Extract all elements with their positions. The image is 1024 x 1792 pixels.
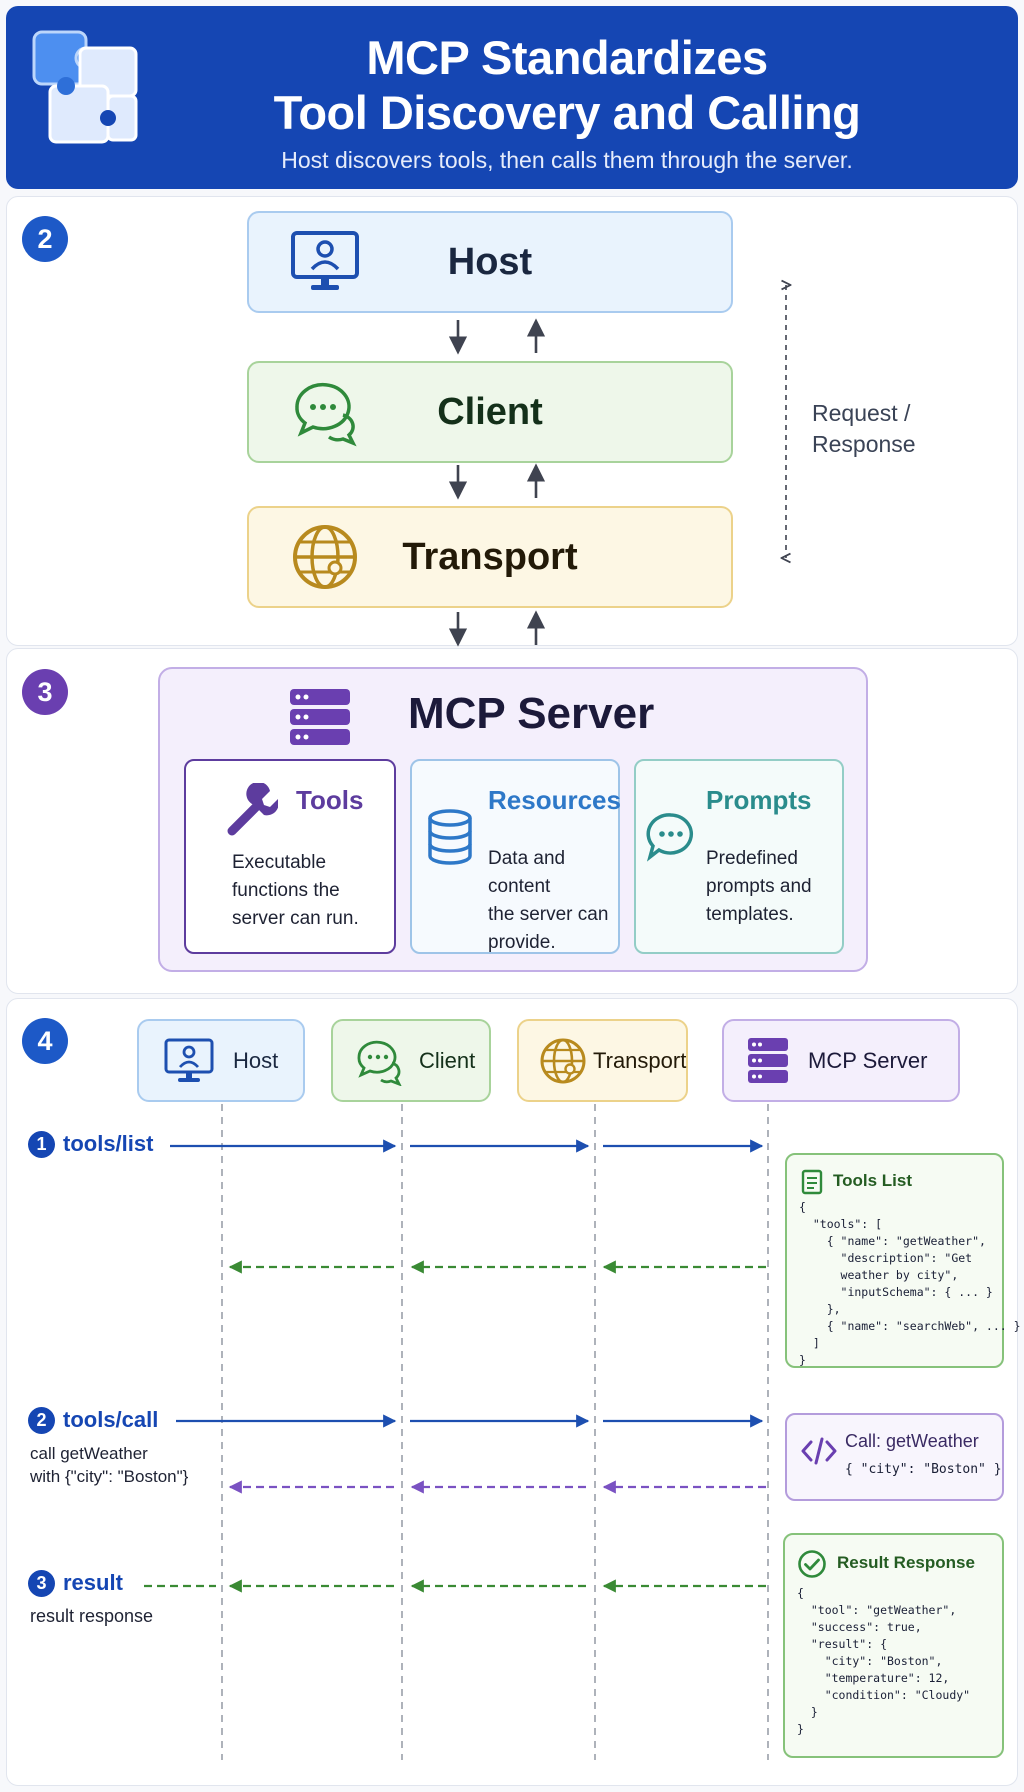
page-subtitle: Host discovers tools, then calls them th… [281,147,853,173]
server-stack-icon [748,1038,788,1083]
layer-client: Client [247,361,733,463]
actor-mcp-server-label: MCP Server [808,1048,928,1073]
document-icon [801,1169,823,1195]
layer-transport: Transport [247,506,733,608]
step-2-label: 2 tools/call [28,1406,158,1434]
stack-arrows [448,318,546,647]
chat-bubble-icon [646,813,694,862]
layer-host-label: Host [447,241,533,283]
header-banner: MCP Standardizes Tool Discovery and Call… [6,6,1018,189]
checkmark-circle-icon [798,1550,826,1578]
monitor-user-icon [164,1038,214,1082]
call-box-title: Call: getWeather [845,1431,979,1451]
code-icon [801,1437,837,1465]
mcp-server-box: MCP Server Tools Executable functions th… [158,667,868,972]
section-3-badge: 3 [22,669,68,715]
wrench-icon [227,783,278,836]
section-2-badge: 2 [22,216,68,262]
puzzle-icon [32,30,138,144]
step-1-label: 1 tools/list [28,1130,153,1158]
actor-host: Host [137,1019,305,1102]
chat-bubbles-icon [295,382,357,447]
resources-card-desc: Data and content the server can provide. [488,848,609,953]
resources-card-title: Resources [488,785,621,815]
mcp-server-title: MCP Server [408,689,655,738]
actor-client: Client [331,1019,491,1102]
server-stack-icon [290,689,350,745]
globe-icon [293,525,357,589]
title-line-1: MCP Standardizes [366,31,768,84]
step-3-number: 3 [28,1569,55,1597]
tools-list-box: Tools List { "tools": [ { "name": "getWe… [785,1153,1021,1368]
step-2-note: call getWeather with {"city": "Boston"} [30,1444,189,1486]
database-icon [428,809,472,865]
tools-list-code: { "tools": [ { "name": "getWeather", "de… [799,1200,1021,1367]
request-response-label: Request / Response [812,400,916,457]
tools-card-desc: Executable functions the server can run. [232,852,359,929]
layer-host: Host [247,211,733,313]
actor-transport: Transport [517,1019,688,1102]
result-response-box: Result Response { "tool": "getWeather", … [783,1533,1004,1758]
prompts-card-desc: Predefined prompts and templates. [706,848,812,925]
step-1-number: 1 [28,1130,55,1158]
step-3-label: 3 result [28,1569,123,1597]
prompts-card: Prompts Predefined prompts and templates… [634,759,844,954]
prompts-card-title: Prompts [706,785,812,815]
section-4-badge: 4 [22,1018,68,1064]
tools-card: Tools Executable functions the server ca… [184,759,396,954]
page-title: MCP Standardizes Tool Discovery and Call… [156,30,978,140]
step-2-text: tools/call [63,1407,159,1433]
title-line-2: Tool Discovery and Calling [273,86,861,139]
tools-list-title: Tools List [833,1171,913,1190]
result-response-code: { "tool": "getWeather", "success": true,… [797,1586,971,1736]
actor-transport-label: Transport [593,1048,687,1073]
step-3-note: result response [30,1606,154,1626]
tools-card-title: Tools [296,785,364,815]
result-response-title: Result Response [837,1553,975,1572]
actor-host-label: Host [233,1048,279,1073]
step-1-text: tools/list [63,1131,154,1157]
lifelines [221,1104,769,1760]
actor-client-label: Client [419,1048,476,1073]
layer-client-label: Client [437,391,543,433]
monitor-user-icon [291,231,359,290]
call-box: Call: getWeather { "city": "Boston" } [785,1413,1004,1501]
step-2-number: 2 [28,1406,55,1434]
globe-icon [540,1038,586,1084]
call-box-code: { "city": "Boston" } [845,1462,1002,1477]
actor-mcp-server: MCP Server [722,1019,960,1102]
step-3-text: result [63,1570,123,1596]
chat-bubbles-icon [357,1040,402,1086]
resources-card: Resources Data and content the server ca… [410,759,621,954]
layer-transport-label: Transport [402,536,578,578]
